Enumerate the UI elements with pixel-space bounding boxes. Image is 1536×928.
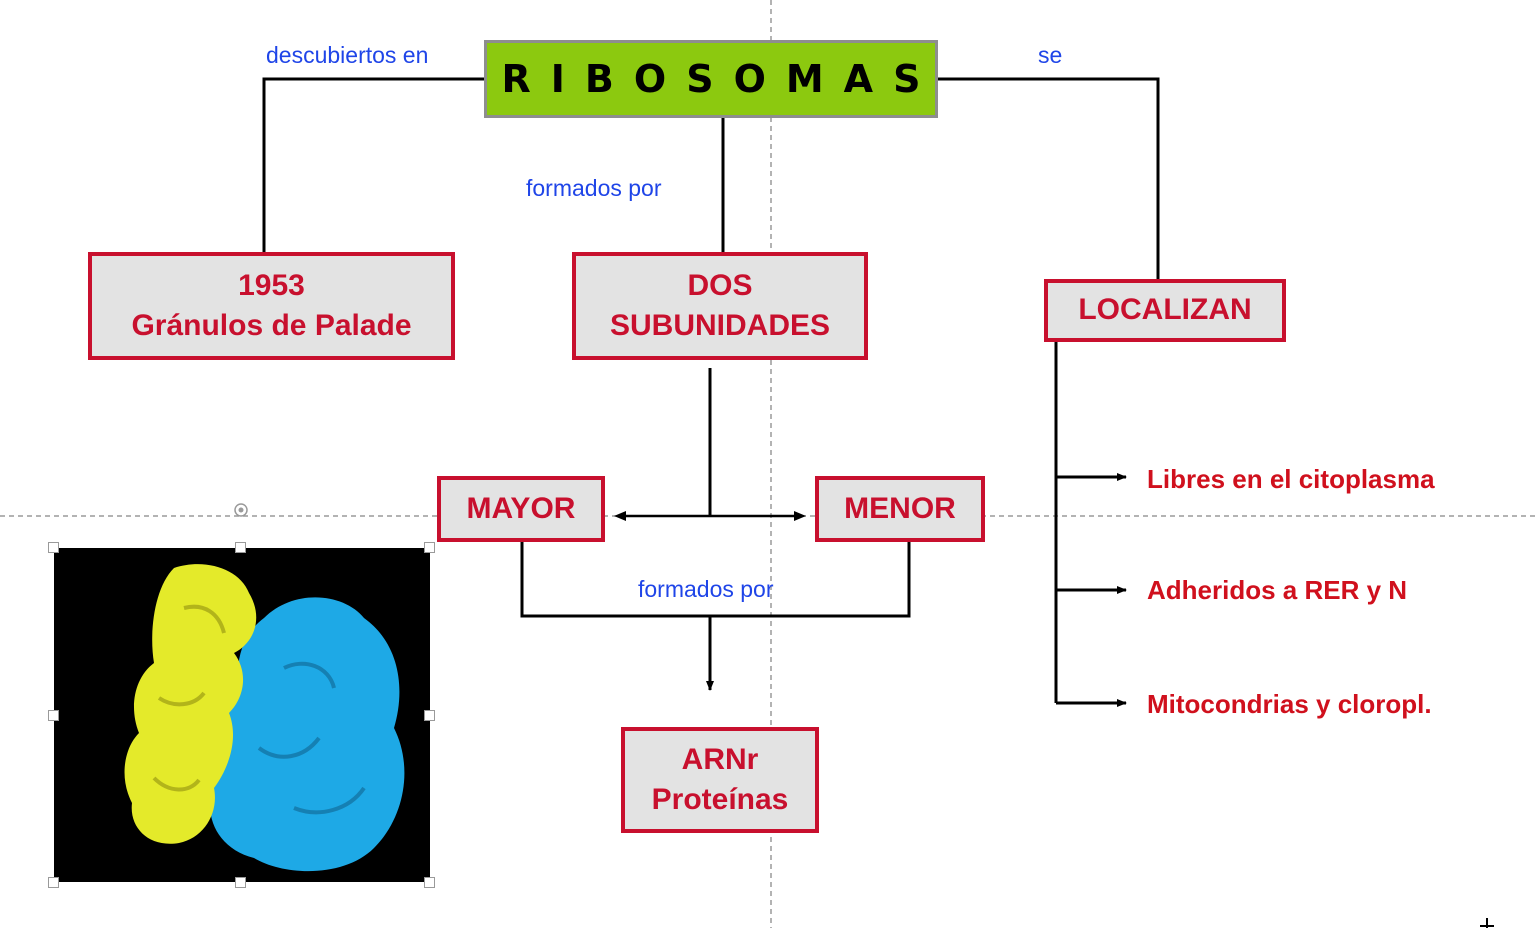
connector-localizan [938, 77, 1160, 279]
connector-palade [262, 77, 484, 252]
box-palade: 1953 Gránulos de Palade [88, 252, 455, 360]
ribosome-image[interactable] [54, 548, 430, 882]
arrow-head-left [614, 511, 626, 521]
box-mayor: MAYOR [437, 476, 605, 542]
box-menor: MENOR [815, 476, 985, 542]
resize-handle-e[interactable] [424, 710, 435, 721]
resize-handle-ne[interactable] [424, 542, 435, 553]
ribosome-illustration [124, 564, 405, 872]
resize-handle-sw[interactable] [48, 877, 59, 888]
composition-line2: Proteínas [651, 783, 789, 816]
palade-year: 1953 [238, 268, 305, 302]
arrow-head-right [794, 511, 806, 521]
palade-name: Gránulos de Palade [131, 309, 412, 342]
title-box: RIBOSOMAS [484, 40, 938, 118]
link-formed-top: formados por [526, 175, 662, 201]
composition-line1: ARNr [681, 742, 759, 776]
link-discovered: descubiertos en [266, 42, 429, 68]
subunits-line2: SUBUNIDADES [609, 309, 831, 342]
location-item-1: Libres en el citoplasma [1147, 464, 1435, 494]
resize-handle-w[interactable] [48, 710, 59, 721]
resize-handle-n[interactable] [235, 542, 246, 553]
box-composition: ARNr Proteínas [621, 727, 819, 833]
mayor-label: MAYOR [466, 491, 576, 525]
location-item-2: Adheridos a RER y N [1147, 575, 1408, 605]
localizan-label: LOCALIZAN [1078, 293, 1252, 327]
subunits-line1: DOS [687, 268, 753, 302]
link-se: se [1038, 42, 1063, 68]
menor-label: MENOR [844, 491, 956, 525]
resize-handle-s[interactable] [235, 877, 246, 888]
location-item-3: Mitocondrias y cloropl. [1147, 689, 1432, 719]
rotate-handle-icon[interactable] [231, 500, 251, 520]
link-formed-bottom: formados por [638, 576, 774, 602]
diagram-title: RIBOSOMAS [501, 57, 941, 101]
resize-handle-nw[interactable] [48, 542, 59, 553]
box-localizan: LOCALIZAN [1044, 279, 1286, 342]
connector-mayor-menor [520, 542, 911, 618]
box-subunits: DOS SUBUNIDADES [572, 252, 868, 360]
resize-handle-se[interactable] [424, 877, 435, 888]
